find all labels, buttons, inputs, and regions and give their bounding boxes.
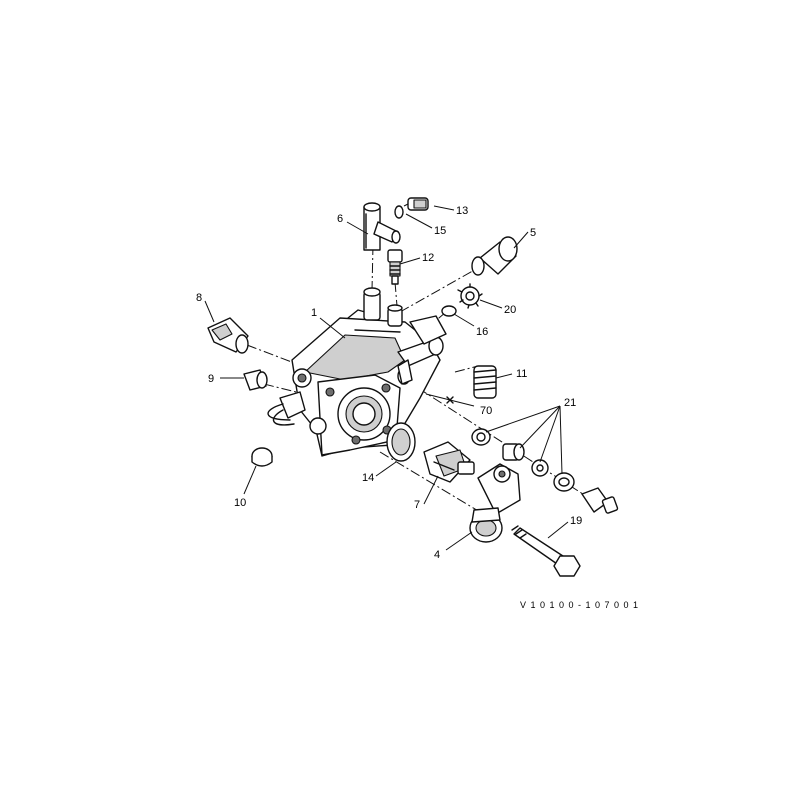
label-part-15: 15 xyxy=(434,225,446,237)
washer-set xyxy=(471,428,575,492)
union-fitting xyxy=(581,487,619,514)
label-part-8: 8 xyxy=(196,292,202,304)
label-part-21: 21 xyxy=(564,397,576,409)
label-part-4: 4 xyxy=(434,549,440,561)
part-number-labels: 1 6 13 15 12 5 20 16 8 9 10 11 70 21 14 … xyxy=(196,205,582,561)
drawing-reference-code: V 1 0 1 0 0 - 1 0 7 0 0 1 xyxy=(520,600,639,610)
t-pipe xyxy=(363,202,401,251)
label-part-70: 70 xyxy=(480,405,492,417)
outlet-elbow xyxy=(469,463,521,543)
label-part-9: 9 xyxy=(208,373,214,385)
label-part-20: 20 xyxy=(504,304,516,316)
hose-connector xyxy=(471,236,518,276)
o-ring xyxy=(441,305,457,317)
temperature-sensor xyxy=(207,317,249,354)
label-part-19: 19 xyxy=(570,515,582,527)
housing-bolt xyxy=(511,525,581,577)
thermostat-housing xyxy=(267,287,447,457)
label-part-13: 13 xyxy=(456,205,468,217)
label-part-16: 16 xyxy=(476,326,488,338)
bleed-nipple xyxy=(387,249,403,285)
cap-plug xyxy=(251,447,273,467)
sealing-washer xyxy=(394,205,404,219)
thermostat-spring xyxy=(473,365,497,399)
label-part-7: 7 xyxy=(414,499,420,511)
cross-mark xyxy=(446,396,454,404)
label-part-11: 11 xyxy=(516,368,527,380)
label-part-12: 12 xyxy=(422,252,434,264)
label-part-14: 14 xyxy=(362,472,374,484)
housing-seal xyxy=(386,422,416,462)
bleed-screw xyxy=(403,197,429,211)
thermostat xyxy=(423,441,475,483)
toothed-washer xyxy=(457,283,483,309)
label-part-5: 5 xyxy=(530,227,536,239)
label-part-1: 1 xyxy=(311,307,317,319)
label-part-10: 10 xyxy=(234,497,246,509)
blanking-plug xyxy=(243,369,268,391)
label-part-6: 6 xyxy=(337,213,343,225)
